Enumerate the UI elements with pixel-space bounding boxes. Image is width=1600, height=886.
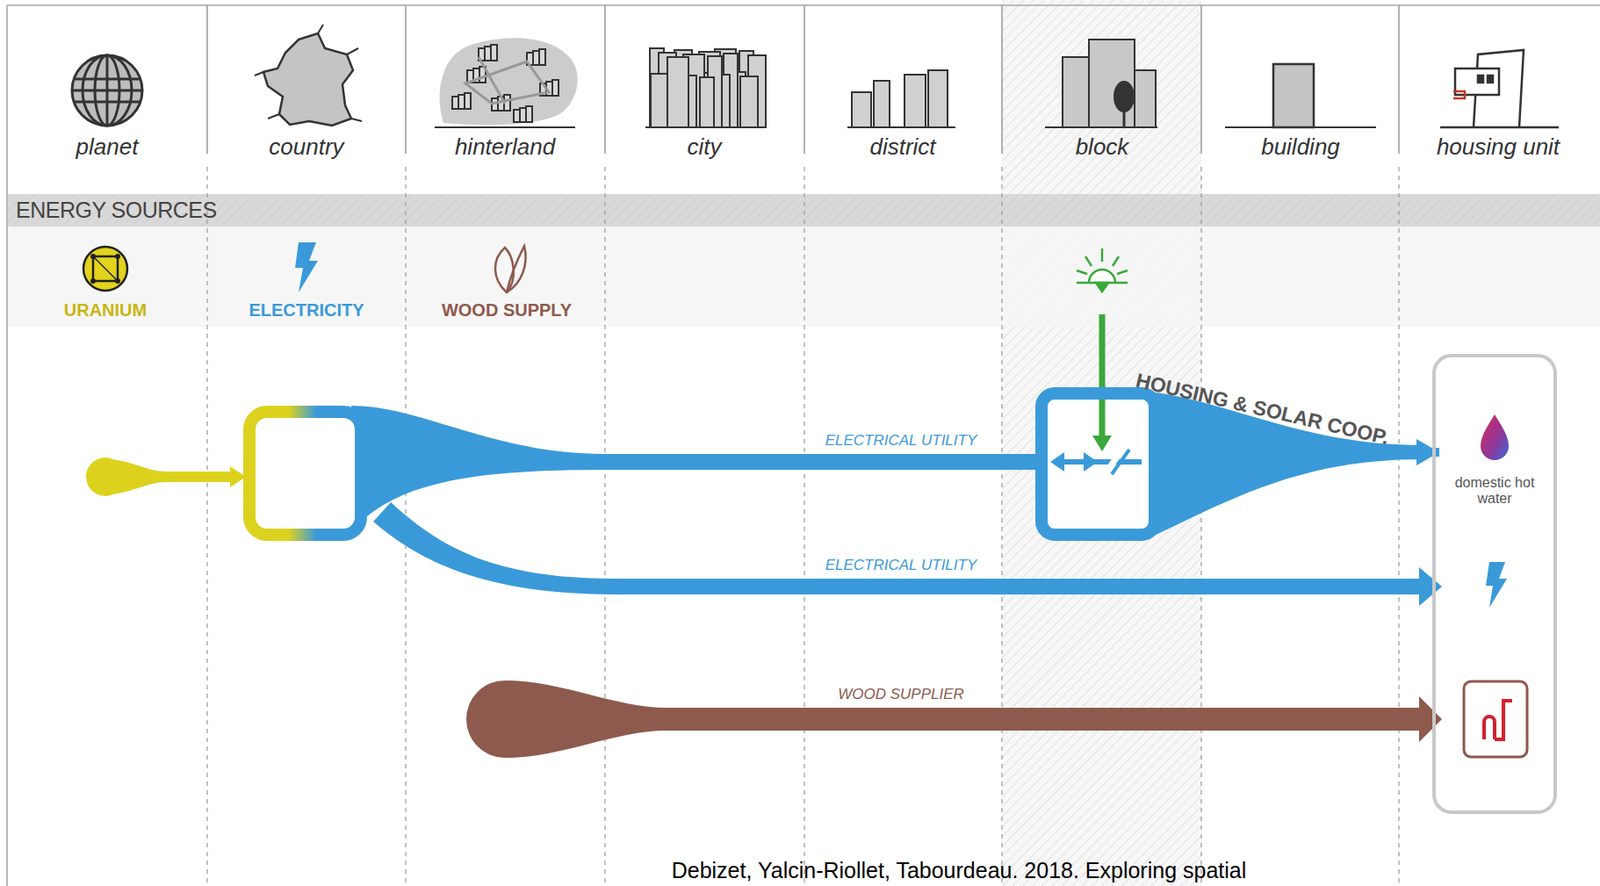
scale-label: housing unit — [1436, 134, 1560, 161]
building-shape — [490, 44, 498, 61]
building-shape — [458, 94, 465, 109]
flow-connector — [1160, 447, 1440, 457]
column-divider — [1398, 5, 1400, 154]
building-shape — [519, 108, 527, 123]
column-divider — [206, 166, 208, 886]
scale-label: district — [869, 134, 936, 161]
hinterland-towns — [452, 44, 559, 123]
building-shape — [873, 80, 890, 128]
end-use-label: domestic hot water — [1452, 475, 1537, 506]
country-icon — [263, 33, 354, 126]
flow-label: ELECTRICAL UTILITY — [825, 432, 978, 450]
uranium-icon — [83, 246, 128, 291]
column-divider — [803, 166, 805, 886]
ground-line — [434, 126, 576, 129]
globe-icon — [72, 55, 143, 126]
frame-line — [6, 5, 8, 886]
column-divider — [1200, 5, 1203, 154]
ground-line — [1045, 126, 1158, 129]
frame-line — [7, 4, 1600, 7]
wood-flow — [466, 680, 1442, 758]
flow-label: WOOD SUPPLIER — [837, 685, 965, 704]
building-shape — [464, 93, 471, 109]
caption: Debizet, Yalcin-Riollet, Tabourdeau. 201… — [671, 857, 1247, 884]
wood-stove-icon — [1463, 681, 1528, 757]
hot-water-drop-icon — [1480, 414, 1509, 461]
column-divider — [404, 5, 407, 154]
column-divider — [1001, 166, 1002, 886]
country-borders — [254, 24, 362, 122]
building-shape — [928, 70, 948, 128]
scale-label: hinterland — [454, 134, 555, 161]
coop-box: HOUSING & SOLAR COOP. — [1035, 387, 1161, 541]
hinterland-link — [465, 57, 549, 104]
hinterland-icon — [439, 37, 578, 125]
building-shape — [650, 73, 669, 128]
ground-line — [847, 126, 956, 129]
column-divider — [604, 5, 606, 154]
building-shape — [1088, 39, 1135, 128]
building-shape — [539, 49, 546, 65]
solar-icon — [1076, 248, 1128, 292]
ground-line — [645, 126, 764, 129]
scale-label: block — [1075, 134, 1130, 161]
building-shape — [452, 96, 459, 109]
building-icon — [1225, 64, 1377, 128]
building-shape — [667, 57, 689, 128]
building-shape — [552, 79, 559, 96]
column-divider — [604, 166, 606, 886]
column-divider — [803, 5, 806, 154]
housing-unit-icon — [1440, 50, 1559, 128]
source-label: URANIUM — [64, 300, 147, 321]
building-shape — [526, 106, 533, 123]
source-label: ELECTRICITY — [248, 300, 364, 321]
column-divider — [1200, 166, 1202, 886]
housing-unit-box: domestic hot water — [1432, 353, 1557, 815]
scale-label: building — [1261, 134, 1341, 161]
wood-icon — [495, 245, 527, 293]
power-plant-box — [249, 411, 361, 535]
scale-label: city — [687, 134, 722, 161]
building-shape — [851, 92, 872, 128]
building-shape — [1062, 57, 1089, 128]
column-divider — [1398, 166, 1399, 886]
electricity-icon — [295, 242, 318, 293]
uranium-flow — [86, 457, 246, 497]
city-icon — [645, 48, 766, 128]
building-shape — [533, 50, 540, 65]
coop-box-ground — [1041, 393, 1155, 535]
building-shape — [513, 109, 520, 123]
flow-label: ELECTRICAL UTILITY — [825, 556, 978, 575]
block-icon — [1045, 39, 1158, 128]
building-shape — [740, 76, 758, 128]
source-label: WOOD SUPPLY — [441, 300, 572, 321]
scale-label: country — [268, 134, 344, 161]
district-icon — [847, 70, 956, 128]
electricity-use-icon — [1485, 562, 1507, 608]
building-shape — [484, 46, 491, 61]
band-title: ENERGY SOURCES — [15, 197, 217, 224]
scale-label: planet — [76, 134, 139, 161]
building-shape — [904, 74, 926, 128]
building-shape — [1134, 70, 1156, 128]
building-shape — [699, 77, 714, 128]
tree-trunk — [1123, 103, 1126, 128]
column-divider — [206, 5, 209, 154]
column-divider — [1001, 5, 1003, 154]
